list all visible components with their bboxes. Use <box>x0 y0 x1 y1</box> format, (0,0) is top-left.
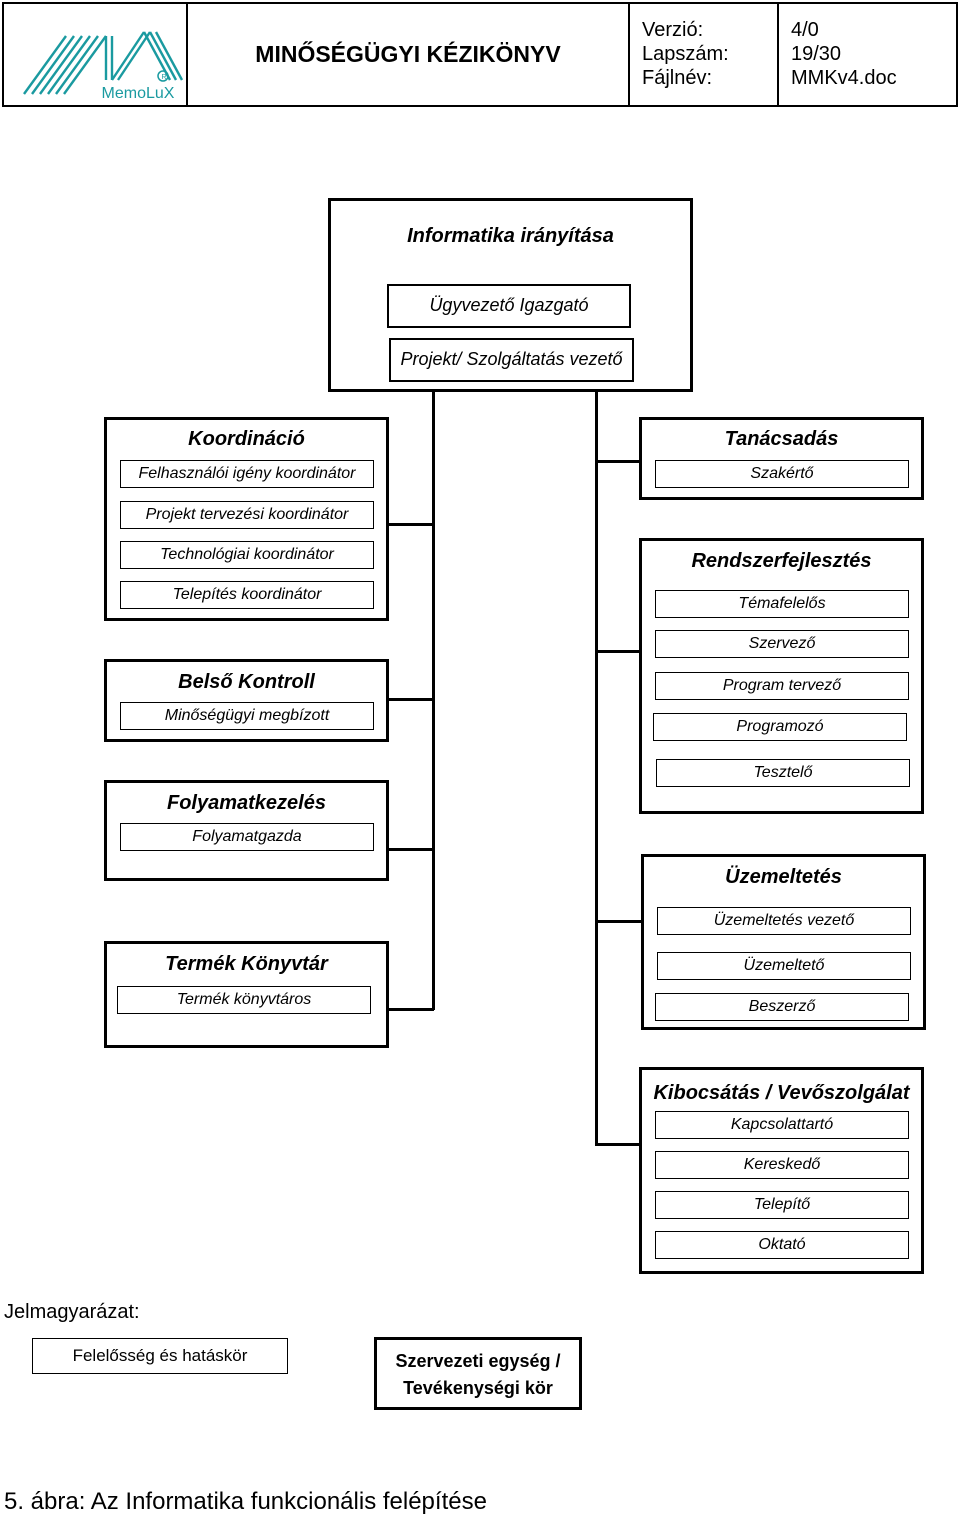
unit-title: Kibocsátás / Vevőszolgálat <box>653 1082 910 1104</box>
connector-folyamatkezeles <box>387 848 434 851</box>
connector-belso-kontroll <box>387 698 434 701</box>
role-box: Tesztelő <box>656 759 910 787</box>
unit-title: Üzemeltetés <box>725 866 842 888</box>
role-box: Projekt tervezési koordinátor <box>120 501 374 529</box>
role-box: Témafelelős <box>655 590 909 618</box>
role-box: Szakértő <box>655 460 909 488</box>
connector-right-trunk <box>595 390 598 1146</box>
role-box: Folyamatgazda <box>120 823 374 851</box>
unit-title: Termék Könyvtár <box>165 953 328 975</box>
role-box: Telepítő <box>655 1191 909 1219</box>
legend-responsibility-text: Felelősség és hatáskör <box>72 1346 248 1365</box>
role-box: Projekt/ Szolgáltatás vezető <box>389 338 634 382</box>
unit-uzemeltetes: Üzemeltetés Üzemeltetés vezető Üzemeltet… <box>641 854 926 1030</box>
unit-title: Rendszerfejlesztés <box>691 550 872 572</box>
connector-uzemeltetes <box>595 920 642 923</box>
unit-folyamatkezeles: Folyamatkezelés Folyamatgazda <box>104 780 389 881</box>
role-box: Oktató <box>655 1231 909 1259</box>
meta-labels: Verzió: Lapszám: Fájlnév: <box>628 2 779 107</box>
role-box: Ügyvezető Igazgató <box>387 284 631 328</box>
document-title: MINŐSÉGÜGYI KÉZIKÖNYV <box>186 2 630 107</box>
role-box: Telepítés koordinátor <box>120 581 374 609</box>
unit-title: Koordináció <box>188 428 305 450</box>
unit-title: Tanácsadás <box>724 428 839 450</box>
role-box: Program tervező <box>655 672 909 700</box>
unit-belso-kontroll: Belső Kontroll Minőségügyi megbízott <box>104 659 389 742</box>
meta-values: 4/0 19/30 MMKv4.doc <box>777 2 958 107</box>
version-label: Verzió: <box>642 19 704 41</box>
memolux-logo: R MemoLuX <box>23 31 184 102</box>
role-box: Felhasználói igény koordinátor <box>120 460 374 488</box>
filename-value: MMKv4.doc <box>791 67 897 89</box>
legend-label: Jelmagyarázat: <box>4 1301 140 1323</box>
unit-koordinacio: Koordináció Felhasználói igény koordinát… <box>104 417 389 621</box>
version-value: 4/0 <box>791 19 819 41</box>
connector-kibocsatas <box>595 1143 641 1146</box>
role-box: Szervező <box>655 630 909 658</box>
logo-text: MemoLuX <box>102 85 175 102</box>
unit-tanacsadas: Tanácsadás Szakértő <box>639 417 924 500</box>
role-box: Beszerző <box>655 993 909 1021</box>
role-box: Minőségügyi megbízott <box>120 702 374 730</box>
connector-tanacsadas <box>595 460 641 463</box>
filename-label: Fájlnév: <box>642 67 713 89</box>
role-box: Kapcsolattartó <box>655 1111 909 1139</box>
role-box: Üzemeltetés vezető <box>657 907 911 935</box>
role-box: Üzemeltető <box>657 952 911 980</box>
legend-responsibility-box: Felelősség és hatáskör <box>32 1338 288 1374</box>
legend-unit-line1: Szervezeti egység / <box>395 1351 561 1371</box>
figure-caption: 5. ábra: Az Informatika funkcionális fel… <box>4 1488 487 1515</box>
logo-cell: R MemoLuX <box>2 2 188 107</box>
unit-title: Folyamatkezelés <box>167 792 326 814</box>
role-box: Technológiai koordinátor <box>120 541 374 569</box>
svg-text:R: R <box>161 74 166 81</box>
legend-unit-line2: Tevékenységi kör <box>403 1378 553 1398</box>
unit-rendszerfejlesztes: Rendszerfejlesztés Témafelelős Szervező … <box>639 538 924 814</box>
role-box: Termék könyvtáros <box>117 986 371 1014</box>
connector-termek-konyvtar <box>387 1008 434 1011</box>
legend-unit-box: Szervezeti egység / Tevékenységi kör <box>374 1337 582 1410</box>
role-box: Programozó <box>653 713 907 741</box>
unit-informatika-iranyitasa: Informatika irányítása Ügyvezető Igazgat… <box>328 198 693 392</box>
role-box: Kereskedő <box>655 1151 909 1179</box>
page-value: 19/30 <box>791 43 842 65</box>
unit-title: Belső Kontroll <box>178 671 315 693</box>
unit-termek-konyvtar: Termék Könyvtár Termék könyvtáros <box>104 941 389 1048</box>
unit-title: Informatika irányítása <box>407 225 614 247</box>
unit-kibocsatas-vevoszolgalat: Kibocsátás / Vevőszolgálat Kapcsolattart… <box>639 1067 924 1274</box>
page-label: Lapszám: <box>642 43 729 65</box>
connector-koordinacio <box>387 523 434 526</box>
connector-rendszerfejlesztes <box>595 650 641 653</box>
